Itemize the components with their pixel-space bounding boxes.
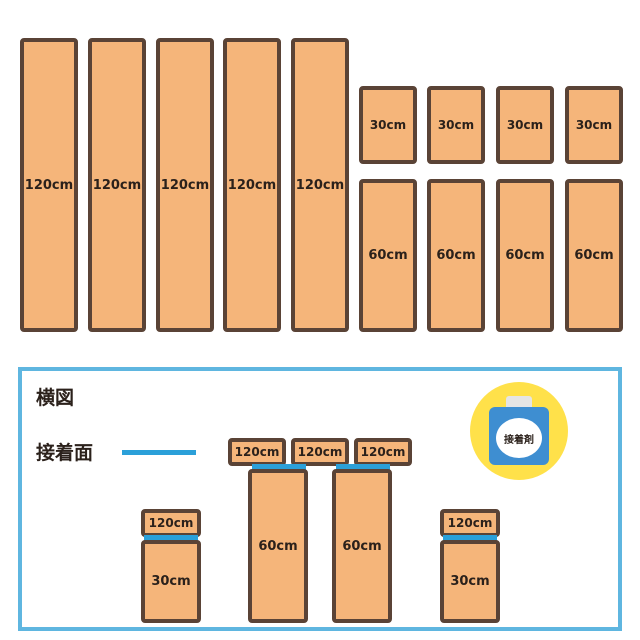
board-30cm-1: 30cm (359, 86, 417, 164)
board-label: 30cm (575, 118, 613, 132)
board-label: 60cm (574, 248, 614, 263)
board-label: 120cm (227, 177, 277, 193)
board-label: 60cm (436, 248, 476, 263)
glue-band (443, 535, 497, 541)
top-rail-2: 120cm (291, 438, 349, 466)
left-leg-cap: 120cm (141, 509, 201, 537)
board-label: 120cm (160, 177, 210, 193)
board-label: 30cm (369, 118, 407, 132)
glue-bottle-cap (506, 396, 532, 410)
board-120cm-5: 120cm (291, 38, 349, 332)
board-label: 120cm (360, 445, 406, 459)
glue-surface-legend-line (122, 450, 196, 455)
board-label: 120cm (148, 516, 194, 530)
board-label: 30cm (437, 118, 475, 132)
board-label: 30cm (151, 574, 191, 589)
glue-band (252, 464, 306, 470)
board-60cm-4: 60cm (565, 179, 623, 332)
board-120cm-2: 120cm (88, 38, 146, 332)
board-label: 120cm (295, 177, 345, 193)
top-rail-3: 120cm (354, 438, 412, 466)
board-120cm-1: 120cm (20, 38, 78, 332)
board-120cm-4: 120cm (223, 38, 281, 332)
board-30cm-3: 30cm (496, 86, 554, 164)
left-leg-post: 30cm (141, 540, 201, 623)
board-label: 120cm (297, 445, 343, 459)
board-label: 120cm (24, 177, 74, 193)
glue-surface-legend-label: 接着面 (36, 442, 94, 464)
glue-band (336, 464, 390, 470)
board-60cm-1: 60cm (359, 179, 417, 332)
board-label: 60cm (342, 538, 382, 554)
center-post-1: 60cm (248, 469, 308, 623)
board-label: 30cm (506, 118, 544, 132)
board-label: 60cm (505, 248, 545, 263)
board-60cm-3: 60cm (496, 179, 554, 332)
board-label: 120cm (92, 177, 142, 193)
board-label: 120cm (234, 445, 280, 459)
glue-bottle-label: 接着剤 (496, 418, 542, 458)
glue-band (144, 535, 198, 541)
side-view-title: 横図 (36, 387, 75, 409)
board-label: 30cm (450, 574, 490, 589)
top-rail-1: 120cm (228, 438, 286, 466)
right-leg-post: 30cm (440, 540, 500, 623)
board-30cm-4: 30cm (565, 86, 623, 164)
board-30cm-2: 30cm (427, 86, 485, 164)
right-leg-cap: 120cm (440, 509, 500, 537)
board-120cm-3: 120cm (156, 38, 214, 332)
board-label: 60cm (258, 538, 298, 554)
center-post-2: 60cm (332, 469, 392, 623)
board-60cm-2: 60cm (427, 179, 485, 332)
board-label: 60cm (368, 248, 408, 263)
board-label: 120cm (447, 516, 493, 530)
